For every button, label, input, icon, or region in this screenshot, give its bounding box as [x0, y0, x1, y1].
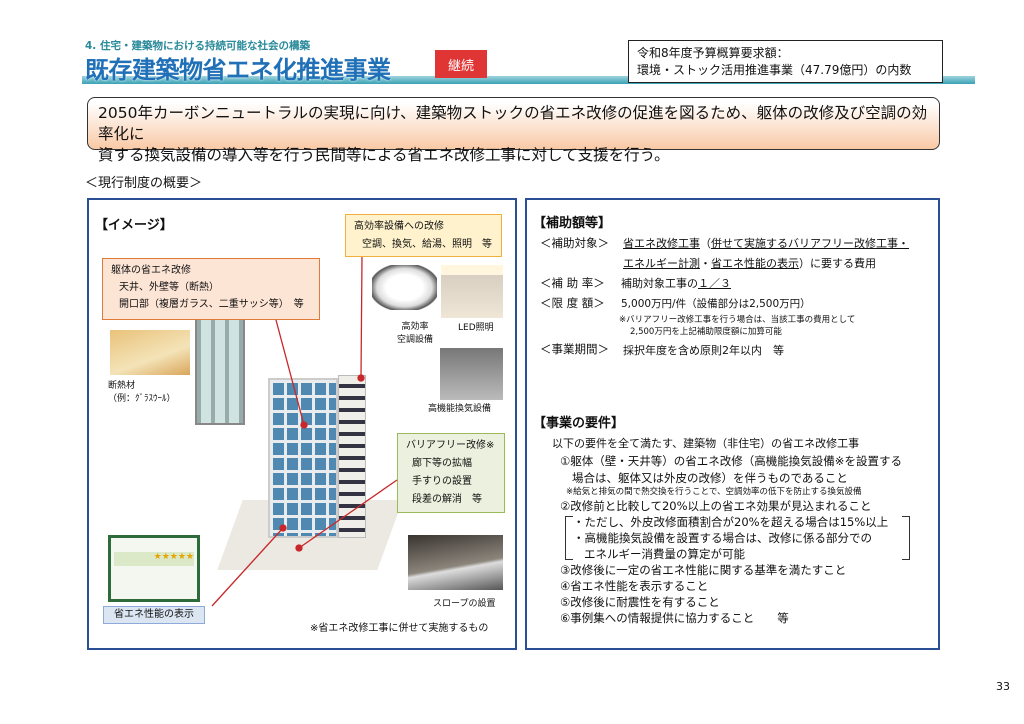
footnote: ※省エネ改修工事に併せて実施するもの: [310, 623, 489, 634]
label-line: （例：ｸﾞﾗｽｳｰﾙ）: [108, 394, 176, 404]
callout-line: [360, 256, 363, 379]
callout-text: 手すりの設置: [412, 476, 472, 487]
requirement-1: ①躯体（壁・天井等）の省エネ改修（高機能換気設備※を設置する: [560, 454, 902, 468]
requirement-2c: エネルギー消費量の算定が可能: [584, 547, 745, 561]
target-text: エネルギー計測: [623, 257, 700, 270]
requirements-intro: 以下の要件を全て満たす、建築物（非住宅）の省エネ改修工事: [552, 437, 860, 450]
callout-text: 天井、外壁等（断熱）: [119, 282, 219, 293]
callout-title: 高効率設備への改修: [354, 221, 444, 232]
barrier-free-callout: バリアフリー改修※ 廊下等の拡幅 手すりの設置 段差の解消 等: [397, 433, 505, 513]
limit-note: 2,500万円を上記補助限度額に加算可能: [630, 327, 782, 337]
ventilation-label: 高機能換気設備: [428, 404, 492, 414]
target-text: 省エネ改修工事: [623, 237, 700, 250]
budget-line: 環境・ストック活用推進事業（47.79億円）の内数: [637, 63, 912, 77]
target-text: ）に要する費用: [799, 257, 876, 270]
rate-text: 補助対象工事の: [621, 277, 698, 290]
limit-key: ＜限 度 額＞: [540, 296, 605, 310]
ventilation-image: [440, 348, 503, 400]
led-label: LED照明: [458, 323, 494, 333]
target-text: ・: [700, 257, 711, 270]
title-band: [82, 76, 975, 84]
label-line: 空調設備: [396, 335, 433, 345]
summary-box: 2050年カーボンニュートラルの実現に向け、建築物ストックの省エネ改修の促進を図…: [87, 97, 940, 164]
air-conditioner-image: [372, 265, 437, 310]
requirement-2b: ・高機能換気設備を設置する場合は、改修に係る部分での: [573, 531, 872, 545]
requirement-1-cont: 場合は、躯体又は外皮の改修）を伴うものであること: [572, 471, 848, 485]
led-lighting-image: [441, 265, 503, 318]
energy-display-callout: 省エネ性能の表示: [103, 606, 205, 624]
callout-dot: [279, 524, 287, 532]
status-badge: 継続: [435, 50, 487, 78]
summary-line: 資する換気設備の導入等を行う民間等による省エネ改修工事に対して支援を行う。: [98, 146, 670, 164]
overview-heading: ＜現行制度の概要＞: [85, 176, 203, 191]
image-heading: 【イメージ】: [95, 218, 173, 233]
callout-line: [275, 319, 305, 426]
target-value: 省エネ改修工事（併せて実施するバリアフリー改修工事・: [623, 235, 909, 251]
period-value: 採択年度を含め原則2年以内 等: [623, 344, 784, 357]
image-panel: [87, 198, 517, 650]
subsidy-heading: 【補助額等】: [533, 216, 612, 231]
requirement-5: ⑤改修後に耐震性を有すること: [560, 595, 720, 609]
limit-value: 5,000万円/件（設備部分は2,500万円）: [621, 298, 811, 310]
requirement-4: ④省エネ性能を表示すること: [560, 579, 709, 593]
target-text: （: [700, 237, 711, 250]
left-bracket: [565, 516, 573, 560]
target-value: エネルギー計測・省エネ性能の表示）に要する費用: [623, 255, 876, 271]
budget-line: 令和8年度予算概算要求額：: [637, 46, 789, 60]
callout-text: 空調、換気、給湯、照明 等: [362, 239, 492, 250]
rate-value: 補助対象工事の１／３: [621, 275, 731, 291]
requirement-2: ②改修前と比較して20%以上の省エネ効果が見込まれること: [560, 499, 872, 513]
label-line: 断熱材: [108, 381, 136, 391]
rate-key: ＜補 助 率＞: [540, 276, 605, 290]
slope-label: スロープの設置: [433, 599, 496, 609]
callout-text: 廊下等の拡幅: [412, 458, 472, 469]
target-key: ＜補助対象＞: [540, 236, 609, 250]
target-text: 併せて実施するバリアフリー改修工事・: [711, 237, 909, 250]
page-title: 既存建築物省エネ化推進事業: [85, 56, 391, 84]
callout-text: 開口部（複層ガラス、二重サッシ等） 等: [119, 299, 304, 310]
callout-title: バリアフリー改修※: [406, 440, 495, 451]
period-key: ＜事業期間＞: [540, 342, 609, 356]
callout-dot: [300, 421, 308, 429]
target-text: 省エネ性能の表示: [711, 257, 799, 270]
envelope-callout: 躯体の省エネ改修 天井、外壁等（断熱） 開口部（複層ガラス、二重サッシ等） 等: [102, 258, 320, 320]
window-sash-image: [195, 318, 245, 425]
requirement-3: ③改修後に一定の省エネ性能に関する基準を満たすこと: [560, 563, 847, 577]
section-label: 4. 住宅・建築物における持続可能な社会の構築: [85, 40, 310, 52]
energy-label-image: ★★★★★: [108, 535, 200, 602]
rate-fraction: １／３: [698, 277, 731, 290]
slope-image: [408, 535, 503, 590]
summary-line: 2050年カーボンニュートラルの実現に向け、建築物ストックの省エネ改修の促進を図…: [98, 104, 928, 143]
ac-label: 高効率 空調設備: [390, 321, 440, 347]
label-line: 高効率: [401, 322, 429, 332]
requirement-2a: ・ただし、外皮改修面積割合が20%を超える場合は15%以上: [573, 515, 889, 529]
callout-line: [211, 527, 284, 607]
requirement-1-note: ※給気と排気の間で熱交換を行うことで、空調効率の低下を防止する換気設備: [566, 487, 862, 497]
callout-title: 躯体の省エネ改修: [111, 265, 191, 276]
building-image: [268, 378, 338, 538]
requirement-6: ⑥事例集への情報提供に協力すること 等: [560, 611, 789, 625]
insulation-image: [110, 330, 190, 375]
details-panel: [525, 198, 940, 650]
right-bracket: [902, 516, 910, 560]
callout-text: 段差の解消 等: [412, 494, 482, 505]
insulation-label: 断熱材 （例：ｸﾞﾗｽｳｰﾙ）: [108, 380, 176, 406]
callout-dot: [295, 544, 303, 552]
callout-dot: [357, 374, 365, 382]
page-number: 33: [996, 680, 1010, 693]
requirements-heading: 【事業の要件】: [533, 416, 625, 431]
callout-line: [298, 479, 398, 549]
limit-note: ※バリアフリー改修工事を行う場合は、当該工事の費用として: [619, 315, 856, 325]
budget-box: 令和8年度予算概算要求額： 環境・ストック活用推進事業（47.79億円）の内数: [628, 40, 943, 83]
equipment-callout: 高効率設備への改修 空調、換気、給湯、照明 等: [345, 214, 502, 257]
